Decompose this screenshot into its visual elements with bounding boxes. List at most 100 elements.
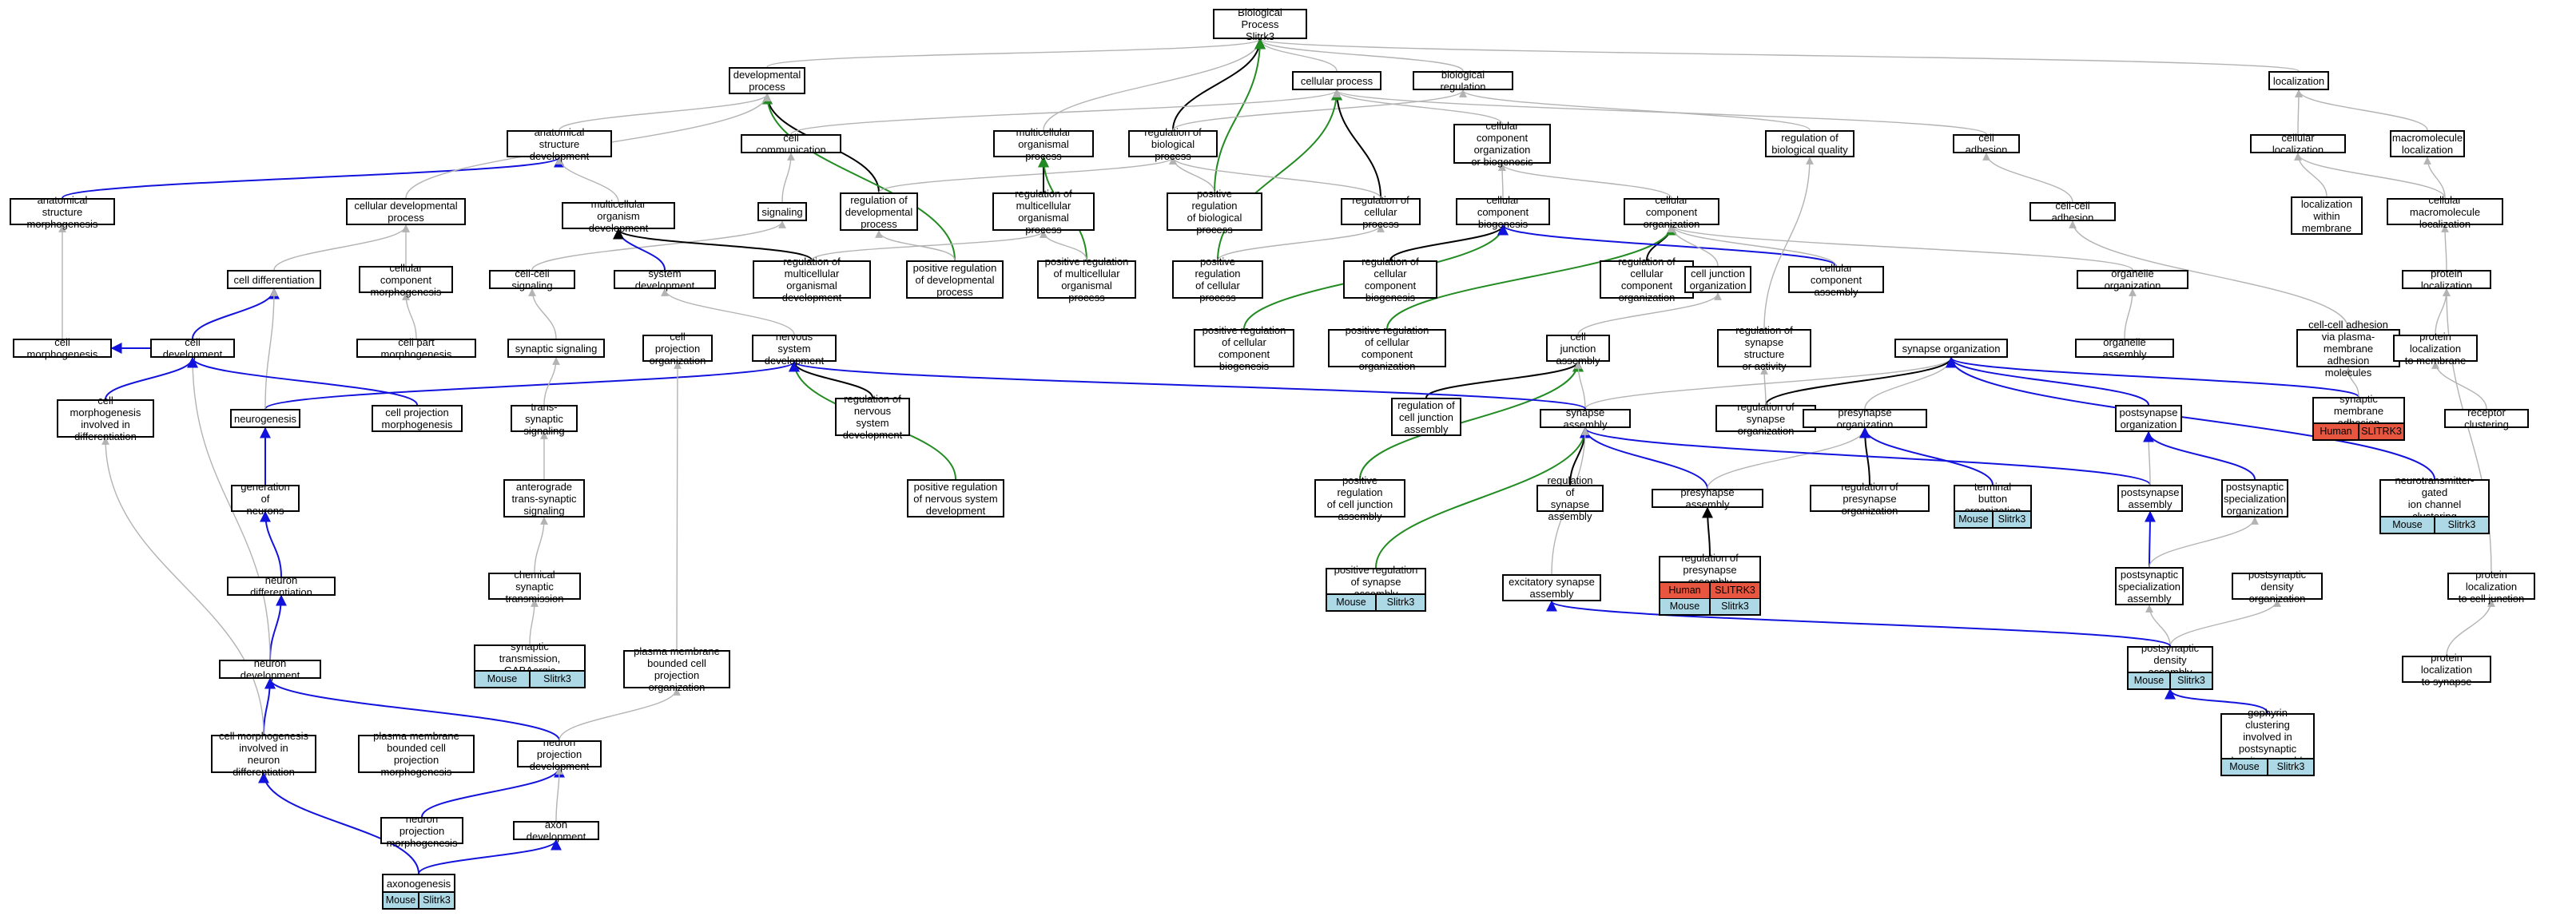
- node-tbo[interactable]: terminal button organization: [1954, 481, 2032, 517]
- node-neurdiff[interactable]: neuron differentiation: [227, 574, 336, 598]
- node-synasm[interactable]: synapse assembly: [1540, 406, 1631, 430]
- edge-synsig-ccsig: [528, 288, 557, 339]
- node-nsd[interactable]: nervous system development: [752, 331, 837, 367]
- node-regccb[interactable]: regulation of cellular component biogene…: [1343, 256, 1437, 303]
- node-protloc[interactable]: protein localization: [2402, 268, 2491, 291]
- node-ccb[interactable]: cellular component biogenesis: [1456, 194, 1550, 230]
- node-local[interactable]: localization: [2268, 71, 2329, 90]
- node-npm[interactable]: neuron projection morphogenesis: [380, 813, 463, 849]
- node-celldiff[interactable]: cell differentiation: [227, 270, 321, 289]
- node-cmind[interactable]: cell morphogenesis involved in neuron di…: [211, 730, 316, 778]
- node-regcco[interactable]: regulation of cellular component organiz…: [1600, 256, 1694, 303]
- node-bioreg[interactable]: biological regulation: [1413, 69, 1513, 93]
- node-mop[interactable]: multicellular organismal process: [993, 126, 1094, 162]
- node-sysdev[interactable]: system development: [614, 268, 716, 291]
- node-regbq[interactable]: regulation of biological quality: [1765, 130, 1854, 157]
- node-pmbcpo[interactable]: plasma membrane bounded cell projection …: [623, 645, 730, 693]
- node-neurogen[interactable]: neurogenesis: [230, 409, 300, 428]
- node-posregcp[interactable]: positive regulation of cellular process: [1172, 256, 1263, 303]
- node-gephyrin[interactable]: gephyrin clustering involved in postsyna…: [2220, 707, 2315, 767]
- node-tss[interactable]: trans-synaptic signaling: [511, 401, 578, 437]
- node-presynasm[interactable]: presynapse assembly: [1652, 486, 1763, 510]
- node-cdp[interactable]: cellular developmental process: [346, 198, 466, 225]
- node-regsso[interactable]: regulation of synapse structure or activ…: [1717, 324, 1811, 372]
- node-regmop[interactable]: regulation of multicellular organismal p…: [992, 188, 1095, 236]
- node-ccob[interactable]: cellular component organization or bioge…: [1453, 120, 1551, 168]
- node-ccsig[interactable]: cell-cell signaling: [489, 268, 575, 291]
- node-posregdp[interactable]: positive regulation of developmental pro…: [906, 260, 1004, 299]
- node-plmem[interactable]: protein localization to membrane: [2393, 331, 2478, 367]
- node-cpo[interactable]: cell projection organization: [642, 331, 713, 367]
- node-posregcco[interactable]: positive regulation of cellular componen…: [1328, 324, 1446, 372]
- node-recclust[interactable]: receptor clustering: [2444, 406, 2529, 430]
- node-devproc[interactable]: developmental process: [729, 67, 805, 94]
- node-orgasm[interactable]: organelle assembly: [2075, 336, 2174, 360]
- node-synorg[interactable]: synapse organization: [1894, 339, 2008, 358]
- node-plcj[interactable]: protein localization to cell junction: [2447, 569, 2535, 605]
- node-pmbcpm[interactable]: plasma membrane bounded cell projection …: [358, 730, 475, 778]
- node-postsynasm[interactable]: postsynapse assembly: [2117, 485, 2183, 512]
- node-regpresa[interactable]: regulation of presynapse assembly: [1659, 552, 1761, 588]
- node-cja[interactable]: cell junction assembly: [1546, 331, 1610, 367]
- node-neurdev[interactable]: neuron development: [219, 657, 321, 681]
- node-cmloc[interactable]: cellular macromolecule localization: [2387, 194, 2503, 230]
- node-cellmorph[interactable]: cell morphogenesis: [13, 336, 112, 360]
- node-regmod[interactable]: regulation of multicellular organismal d…: [753, 256, 871, 303]
- node-celldev[interactable]: cell development: [150, 336, 235, 360]
- node-ngicc[interactable]: neurotransmitter-gated ion channel clust…: [2379, 474, 2490, 522]
- node-posregnsd[interactable]: positive regulation of nervous system de…: [907, 479, 1004, 518]
- node-signaling[interactable]: signaling: [757, 202, 807, 221]
- node-cpmorph[interactable]: cell part morphogenesis: [356, 336, 476, 360]
- edge-bioreg-bp: [1256, 38, 1464, 72]
- node-cprojm[interactable]: cell projection morphogenesis: [372, 405, 463, 432]
- node-posregcja[interactable]: positive regulation of cell junction ass…: [1314, 474, 1405, 522]
- node-genneur[interactable]: generation of neurons: [231, 481, 300, 517]
- node-cellproc[interactable]: cellular process: [1292, 71, 1381, 90]
- node-axonogen[interactable]: axonogenesis: [382, 874, 455, 893]
- node-regpreo[interactable]: regulation of presynapse organization: [1810, 481, 1930, 517]
- node-posregsa[interactable]: positive regulation of synapse assembly: [1326, 564, 1426, 600]
- node-pls[interactable]: protein localization to synapse: [2402, 652, 2491, 688]
- node-ccmorph[interactable]: cellular component morphogenesis: [359, 262, 453, 298]
- node-locmem[interactable]: localization within membrane: [2291, 196, 2363, 235]
- node-posregccb[interactable]: positive regulation of cellular componen…: [1194, 324, 1294, 372]
- node-psdo[interactable]: postsynaptic density organization: [2232, 569, 2323, 605]
- node-bp[interactable]: Biological Process Slitrk3: [1213, 6, 1307, 42]
- node-regso[interactable]: regulation of synapse organization: [1715, 401, 1816, 437]
- node-chemst[interactable]: chemical synaptic transmission: [488, 569, 581, 605]
- node-cellcomm[interactable]: cell communication: [741, 132, 841, 156]
- node-regcja[interactable]: regulation of cell junction assembly: [1391, 398, 1461, 436]
- node-cjo[interactable]: cell junction organization: [1684, 266, 1751, 293]
- node-stgaba[interactable]: synaptic transmission, GABAergic: [474, 640, 586, 676]
- node-regdp[interactable]: regulation of developmental process: [840, 192, 918, 231]
- node-synsig[interactable]: synaptic signaling: [507, 339, 605, 358]
- node-mod[interactable]: multicellular organism development: [562, 198, 675, 234]
- node-regnsd[interactable]: regulation of nervous system development: [835, 393, 910, 441]
- node-cca[interactable]: cellular component assembly: [1788, 262, 1884, 298]
- node-psda[interactable]: postsynaptic density assembly: [2127, 642, 2213, 678]
- node-postsynorg[interactable]: postsynapse organization: [2115, 405, 2182, 432]
- node-excsa[interactable]: excitatory synapse assembly: [1502, 574, 1601, 601]
- node-cellloc[interactable]: cellular localization: [2250, 132, 2346, 156]
- node-celladh[interactable]: cell adhesion: [1953, 132, 2020, 156]
- node-cco[interactable]: cellular component organization: [1624, 194, 1719, 230]
- node-posregbp[interactable]: positive regulation of biological proces…: [1167, 188, 1262, 236]
- node-ccadh[interactable]: cell-cell adhesion: [2029, 200, 2116, 224]
- node-pso[interactable]: postsynaptic specialization organization: [2221, 479, 2288, 518]
- node-asm[interactable]: anatomical structure morphogenesis: [10, 194, 115, 230]
- node-cmid[interactable]: cell morphogenesis involved in different…: [57, 395, 154, 442]
- node-orgorg[interactable]: organelle organization: [2077, 268, 2188, 291]
- node-synmemadh[interactable]: synaptic membrane adhesion: [2312, 393, 2405, 429]
- node-posregmop[interactable]: positive regulation of multicellular org…: [1037, 256, 1136, 303]
- node-atss[interactable]: anterograde trans-synaptic signaling: [503, 479, 585, 518]
- node-psa[interactable]: postsynaptic specialization assembly: [2115, 567, 2184, 605]
- node-npd[interactable]: neuron projection development: [517, 736, 602, 772]
- node-regbp[interactable]: regulation of biological process: [1128, 126, 1218, 162]
- node-presynorg[interactable]: presynapse organization: [1803, 406, 1927, 430]
- node-macloc[interactable]: macromolecule localization: [2390, 130, 2465, 157]
- node-regcp[interactable]: regulation of cellular process: [1341, 194, 1421, 230]
- node-axondev[interactable]: axon development: [513, 819, 599, 843]
- node-asd[interactable]: anatomical structure development: [507, 126, 612, 162]
- node-ccavpm[interactable]: cell-cell adhesion via plasma-membrane a…: [2296, 319, 2400, 379]
- node-regsa[interactable]: regulation of synapse assembly: [1536, 474, 1604, 522]
